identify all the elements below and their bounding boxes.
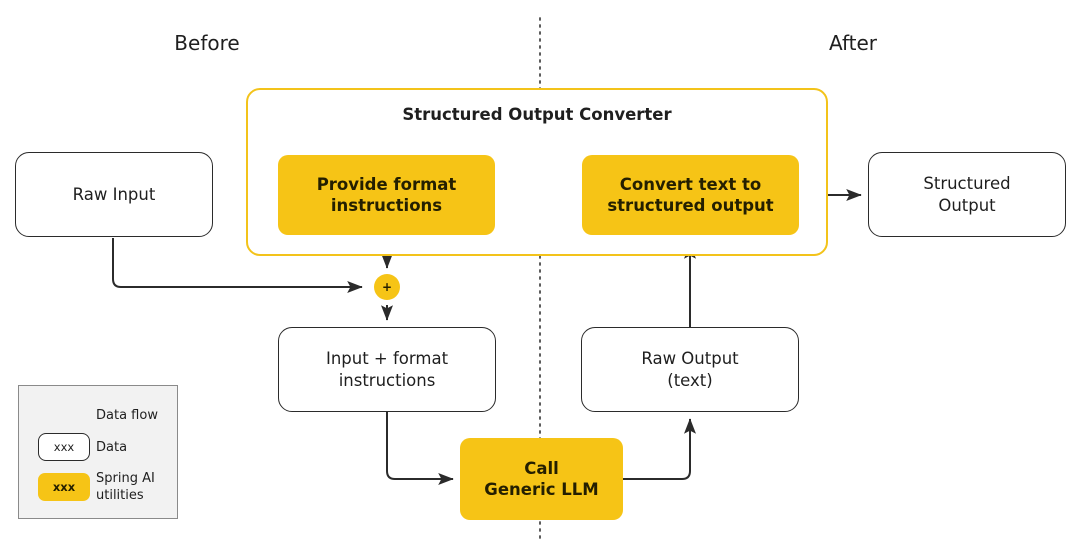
node-input-plus-format-instructions[interactable]: Input + format instructions <box>278 327 496 412</box>
legend-swatch-spring-ai-utilities: xxx <box>38 473 90 501</box>
legend-swatch-data-text: xxx <box>53 440 75 454</box>
panel-title-after: After <box>828 31 878 55</box>
node-call-generic-llm-label: Call Generic LLM <box>484 458 599 499</box>
node-structured-output[interactable]: Structured Output <box>868 152 1066 237</box>
node-provide-format-instructions[interactable]: Provide format instructions <box>278 155 495 235</box>
node-structured-output-label: Structured Output <box>923 174 1011 215</box>
node-raw-output-label: Raw Output (text) <box>641 349 739 390</box>
legend-panel: Data flow xxx Data xxx Spring AI utiliti… <box>18 385 178 519</box>
legend-swatch-util-text: xxx <box>52 480 76 494</box>
legend-swatch-data: xxx <box>38 433 90 461</box>
node-convert-text-to-structured-output[interactable]: Convert text to structured output <box>582 155 799 235</box>
node-raw-input-label: Raw Input <box>72 184 156 204</box>
node-raw-output[interactable]: Raw Output (text) <box>581 327 799 412</box>
panel-title-before: Before <box>174 31 240 55</box>
legend-label-spring-ai-utilities: Spring AI utilities <box>96 471 155 503</box>
node-call-generic-llm[interactable]: Call Generic LLM <box>460 438 623 520</box>
edge-call-llm-to-raw-output <box>623 418 696 480</box>
plus-icon: + <box>381 280 393 294</box>
legend-label-data: Data <box>96 440 128 455</box>
edge-input-format-to-call-llm <box>386 410 454 485</box>
node-provide-format-instructions-label: Provide format instructions <box>316 174 457 215</box>
node-convert-text-to-structured-output-label: Convert text to structured output <box>607 174 774 215</box>
node-merge-plus[interactable]: + <box>374 274 400 300</box>
node-input-plus-format-instructions-label: Input + format instructions <box>325 349 449 390</box>
structured-output-converter-label: Structured Output Converter <box>402 105 672 124</box>
node-raw-input[interactable]: Raw Input <box>15 152 213 237</box>
legend-label-data-flow: Data flow <box>96 408 158 423</box>
edge-raw-input-to-merge <box>112 238 363 293</box>
